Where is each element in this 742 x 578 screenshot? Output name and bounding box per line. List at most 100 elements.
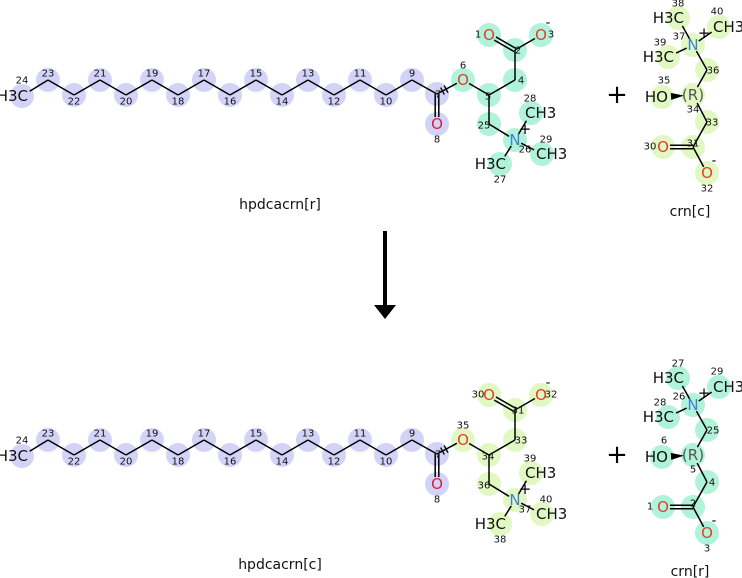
atom-highlight (425, 472, 449, 496)
atom-number: 2 (690, 499, 696, 510)
atom-number: 9 (409, 429, 415, 440)
atom-number: 30 (644, 142, 657, 153)
single-bond (229, 79, 257, 96)
atom-number: 21 (94, 429, 107, 440)
atom-symbol-ch3: CH3 (536, 145, 567, 163)
atom-symbol-n: N (687, 396, 698, 414)
atom-number: 35 (457, 421, 470, 432)
charge-minus: - (546, 376, 551, 391)
single-bond (73, 79, 101, 96)
atom-symbol-o: O (457, 71, 469, 89)
single-bond (488, 123, 510, 137)
atom-highlight (681, 443, 705, 467)
atom-number: 1 (647, 502, 653, 513)
single-bond (514, 37, 536, 51)
atom-symbol-o: O (535, 26, 547, 44)
single-bond (281, 79, 309, 96)
single-bond (47, 439, 75, 456)
atom-symbol-ch3: CH3 (525, 464, 556, 482)
atom-number: 23 (42, 429, 55, 440)
atom-labels: H3C24232221201918171615141312111097O8O35… (0, 376, 567, 546)
atom-number: 16 (224, 457, 237, 468)
molecule-hpdcacrn-c: H3C24232221201918171615141312111097O8O35… (0, 376, 567, 546)
atom-number: 13 (302, 429, 315, 440)
atom-number: 23 (42, 69, 55, 80)
single-bond (125, 439, 153, 456)
atom-number: 27 (672, 359, 685, 370)
atom-number: 16 (224, 97, 237, 108)
single-bond (696, 429, 708, 448)
atom-highlight (650, 85, 674, 109)
single-bond (307, 79, 335, 96)
atom-symbol-h3c: H3C (0, 87, 28, 105)
single-bond (468, 442, 490, 456)
atom-number: 17 (198, 429, 211, 440)
atom-number: 10 (380, 457, 393, 468)
double-bond (493, 399, 515, 413)
atom-number: 13 (302, 69, 315, 80)
atom-symbol-o: O (657, 498, 669, 516)
atom-number: 5 (690, 465, 696, 476)
atom-highlight (519, 461, 543, 485)
atom-highlight (707, 375, 731, 399)
charge-plus: + (698, 24, 711, 42)
single-bond (692, 146, 705, 168)
atom-number: 6 (460, 61, 466, 72)
atom-highlight (681, 83, 705, 107)
atom-number: 20 (120, 457, 133, 468)
atom-number: 31 (687, 139, 700, 150)
single-bond (696, 462, 708, 483)
charge-minus: - (712, 514, 717, 529)
atom-highlight (503, 488, 527, 512)
atom-symbol-h3c: H3C (475, 515, 506, 533)
atom-symbol-h3c: H3C (653, 9, 684, 27)
atom-number: 40 (540, 495, 553, 506)
atom-highlight (695, 521, 719, 545)
single-bond (695, 50, 708, 71)
atom-number: 26 (519, 145, 532, 156)
atom-number: 32 (701, 184, 714, 195)
single-bond (255, 439, 283, 456)
atom-number: 18 (172, 457, 185, 468)
atom-number: 7 (435, 90, 441, 101)
atom-number: 33 (706, 118, 719, 129)
atom-highlight (488, 152, 512, 176)
atom-symbol-h3c: H3C (643, 408, 674, 426)
double-bond (495, 36, 517, 50)
single-bond (177, 79, 205, 96)
atom-number: 34 (482, 452, 495, 463)
single-bond (681, 385, 691, 400)
atom-highlight (651, 495, 675, 519)
molecule-name-crn-r: crn[r] (671, 564, 710, 578)
single-bond (229, 439, 257, 456)
atom-number: 14 (276, 97, 289, 108)
atom-highlight (451, 428, 475, 452)
charge-plus: + (519, 480, 532, 498)
atom-symbol-h3c: H3C (653, 369, 684, 387)
atom-number: 15 (250, 69, 263, 80)
atom-number: 19 (146, 429, 159, 440)
single-bond (411, 79, 438, 95)
atom-number: 29 (711, 367, 724, 378)
bond-cleavage-mark (443, 445, 449, 453)
bonds (670, 25, 713, 168)
atom-highlights (650, 6, 731, 185)
atom-number: 11 (354, 429, 367, 440)
molecule-crn-c: N+37H3C38CH340H3C3936(R)34HO353331O30O-3… (643, 0, 742, 195)
single-bond (385, 79, 413, 96)
atom-number: 8 (434, 495, 440, 506)
atom-number: 29 (540, 135, 553, 146)
single-bond (675, 407, 688, 414)
atom-number: 15 (250, 429, 263, 440)
atom-highlight (530, 142, 554, 166)
atom-number: 12 (328, 457, 341, 468)
atom-highlight (10, 444, 34, 468)
atom-symbol-r: (R) (682, 86, 704, 104)
atom-symbol-h3c: H3C (475, 155, 506, 173)
atom-number: 17 (198, 69, 211, 80)
atom-number: 26 (673, 392, 686, 403)
single-bond (151, 79, 179, 96)
single-bond (698, 31, 713, 42)
single-bond (203, 439, 231, 456)
single-bond (177, 439, 205, 456)
